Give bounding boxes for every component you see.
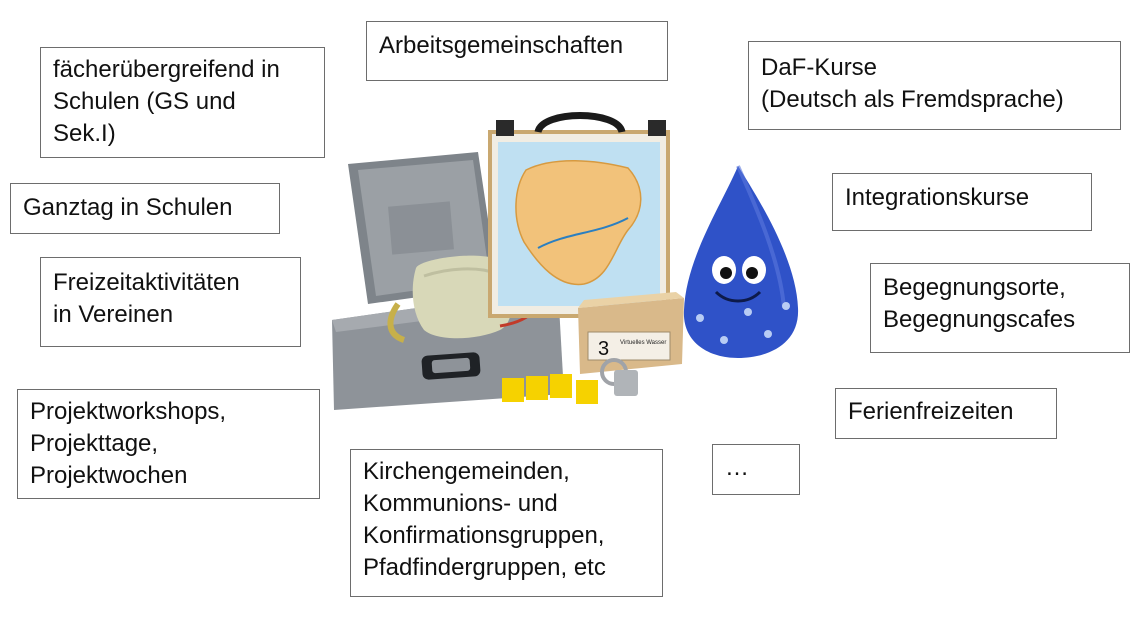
- label-etc: …: [712, 444, 800, 495]
- label-subject-line: Sek.I): [53, 120, 116, 147]
- label-subject: fächerübergreifend in Schulen (GS und Se…: [40, 47, 325, 158]
- label-begegnung-line: Begegnungscafes: [883, 306, 1076, 333]
- label-kirche-line: Kommunions- und: [363, 490, 558, 517]
- label-daf: DaF-Kurse (Deutsch als Fremdsprache): [748, 41, 1121, 130]
- label-begegnung: Begegnungsorte, Begegnungscafes: [870, 263, 1130, 353]
- label-freizeit-line: in Vereinen: [53, 301, 174, 328]
- label-daf-line: (Deutsch als Fremdsprache): [761, 86, 1064, 113]
- label-integration-line: Integrationskurse: [845, 184, 1030, 211]
- label-kirche: Kirchengemeinden, Kommunions- und Konfir…: [350, 449, 663, 597]
- label-subject-line: fächerübergreifend in: [53, 56, 280, 83]
- label-kirche-line: Konfirmationsgruppen,: [363, 522, 605, 549]
- box-number: 3: [598, 338, 609, 360]
- label-kirche-line: Pfadfindergruppen, etc: [363, 554, 606, 581]
- label-projekt-line: Projektwochen: [30, 462, 188, 489]
- product-photo: 3 Virtuelles Wasser: [332, 112, 799, 410]
- label-kirche-line: Kirchengemeinden,: [363, 458, 570, 485]
- label-ferien: Ferienfreizeiten: [835, 388, 1057, 439]
- label-daf-line: DaF-Kurse: [761, 54, 878, 81]
- label-projekt-line: Projekttage,: [30, 430, 159, 457]
- label-ganztag-line: Ganztag in Schulen: [23, 194, 233, 221]
- label-projekt-line: Projektworkshops,: [30, 398, 227, 425]
- label-freizeit-line: Freizeitaktivitäten: [53, 269, 240, 296]
- label-ag-line: Arbeitsgemeinschaften: [379, 32, 624, 59]
- label-subject-line: Schulen (GS und: [53, 88, 236, 115]
- box-caption: Virtuelles Wasser: [620, 340, 666, 346]
- label-begegnung-line: Begegnungsorte,: [883, 274, 1066, 301]
- wooden-box: 3 Virtuelles Wasser: [578, 292, 684, 396]
- cloth-bag: [387, 255, 540, 343]
- label-freizeit: Freizeitaktivitäten in Vereinen: [40, 257, 301, 347]
- dice: [502, 374, 598, 404]
- label-integration: Integrationskurse: [832, 173, 1092, 231]
- water-drop-plush: [683, 165, 799, 358]
- label-ag: Arbeitsgemeinschaften: [366, 21, 668, 81]
- label-projekt: Projektworkshops, Projekttage, Projektwo…: [17, 389, 320, 499]
- label-etc-line: …: [725, 454, 749, 481]
- label-ganztag: Ganztag in Schulen: [10, 183, 280, 234]
- map-board: [488, 112, 670, 318]
- label-ferien-line: Ferienfreizeiten: [848, 398, 1014, 425]
